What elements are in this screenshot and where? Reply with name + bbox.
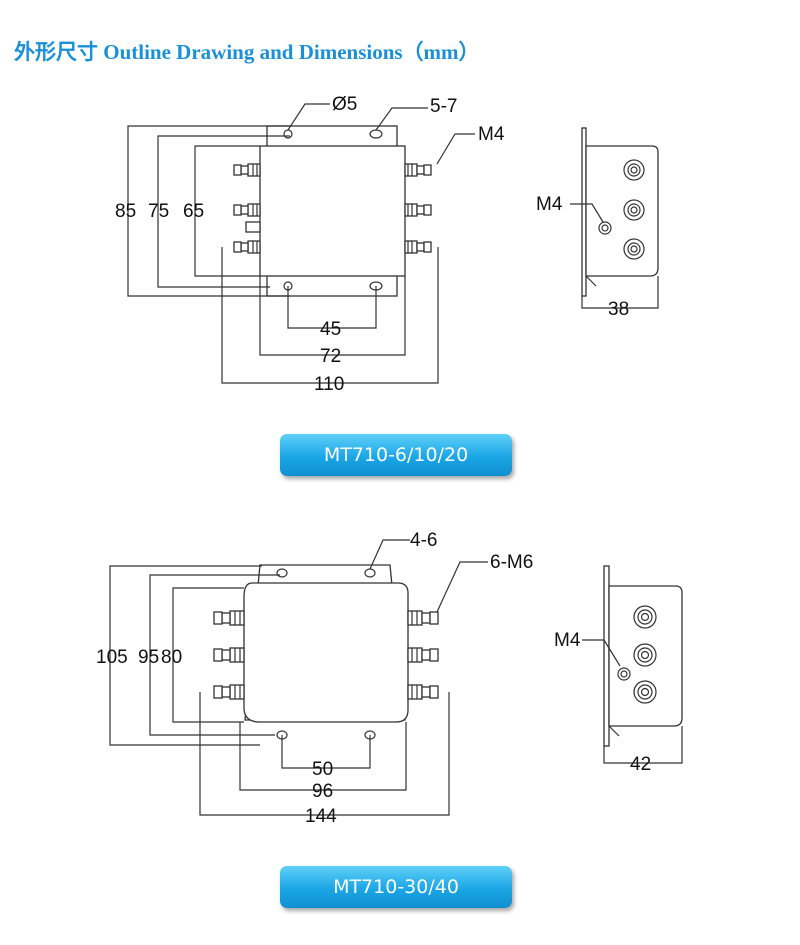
model1-slot-label: 5-7 (430, 96, 457, 117)
model2-width-144: 144 (305, 806, 337, 827)
model2-terminal (213, 684, 245, 700)
model1-side-view (570, 127, 659, 309)
model2-terminal-label: 6-M6 (490, 552, 533, 573)
model1-terminal (404, 163, 432, 177)
model1-width-72: 72 (320, 346, 341, 367)
model1-depth-label: 38 (608, 299, 629, 320)
model1-height-65: 65 (183, 201, 204, 222)
model1-ground-label: M4 (536, 194, 563, 215)
model1-terminal-label: M4 (478, 124, 505, 145)
model2-hole-slot (276, 568, 288, 578)
model1-height-75: 75 (148, 201, 169, 222)
model2-terminal (407, 647, 439, 663)
model2-terminal (213, 647, 245, 663)
model2-height-105: 105 (96, 647, 128, 668)
model2-filter-body (243, 582, 409, 723)
model1-ground-stud (245, 221, 261, 233)
model2-slot-label: 4-6 (410, 530, 437, 551)
model2-terminal (407, 684, 439, 700)
model1-terminal (404, 203, 432, 217)
model1-terminal (404, 240, 432, 254)
model2-width-50: 50 (312, 759, 333, 780)
model1-height-85: 85 (115, 201, 136, 222)
model2-terminal (213, 610, 245, 626)
model2-height-95: 95 (138, 647, 159, 668)
model2-depth-label: 42 (630, 754, 651, 775)
model1-width-110: 110 (314, 374, 344, 395)
model2-name-button[interactable]: MT710-30/40 (280, 866, 512, 908)
model1-name-button[interactable]: MT710-6/10/20 (280, 434, 512, 476)
model1-terminal (233, 240, 261, 254)
section-heading: 外形尺寸 Outline Drawing and Dimensions（mm） (14, 40, 480, 64)
model1-front-view (127, 103, 475, 384)
model2-side-view (582, 565, 683, 764)
model1-terminal (233, 203, 261, 217)
model2-front-view (109, 539, 488, 816)
model1-terminal (233, 163, 261, 177)
model2-terminal (407, 610, 439, 626)
model2-ground-label: M4 (554, 630, 581, 651)
model1-filter-body (259, 145, 406, 277)
model2-height-80: 80 (161, 647, 182, 668)
model1-width-45: 45 (320, 319, 341, 340)
model1-hole-dia-label: Ø5 (332, 94, 357, 115)
model2-width-96: 96 (312, 781, 333, 802)
